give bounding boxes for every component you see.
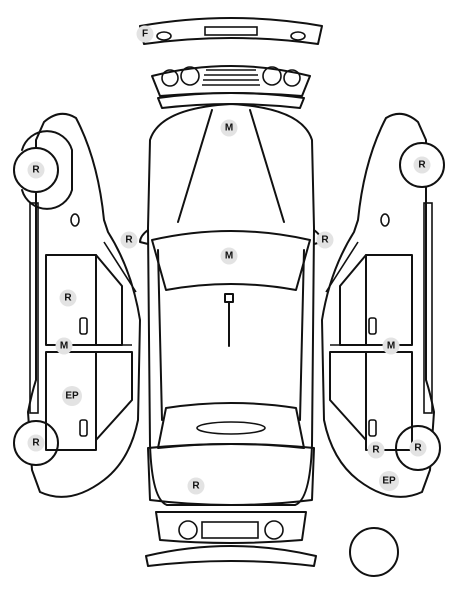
marker-trunk[interactable]: R	[187, 477, 205, 495]
marker-badge	[220, 119, 238, 137]
marker-code: R	[125, 235, 133, 246]
marker-badge	[413, 156, 431, 174]
marker-left-front-door[interactable]: R	[59, 289, 77, 307]
marker-code: R	[321, 235, 329, 246]
marker-right-rear-quarter[interactable]: EP	[379, 471, 399, 491]
marker-code: R	[64, 293, 72, 304]
marker-code: R	[414, 443, 422, 454]
marker-right-rear-wheel[interactable]: R	[409, 439, 427, 457]
marker-code: R	[192, 481, 200, 492]
marker-windshield-roof[interactable]: M	[220, 247, 238, 265]
marker-badge	[187, 477, 205, 495]
marker-code: M	[387, 341, 395, 352]
marker-code: M	[225, 251, 233, 262]
marker-left-rear-door[interactable]: EP	[62, 386, 82, 406]
marker-code: R	[372, 445, 380, 456]
marker-badge	[27, 434, 45, 452]
marker-right-rear-door[interactable]: R	[367, 441, 385, 459]
damage-markers: F M R R M R R R M EP R R M R R EP	[27, 25, 431, 495]
marker-left-pillar[interactable]: M	[55, 337, 73, 355]
marker-badge	[62, 386, 82, 406]
marker-left-front-wheel[interactable]: R	[27, 161, 45, 179]
rear-bumper-outline[interactable]	[145, 511, 317, 567]
marker-code: M	[60, 341, 68, 352]
marker-code: EP	[382, 476, 396, 487]
marker-left-rear-wheel[interactable]: R	[27, 434, 45, 452]
marker-left-mirror[interactable]: R	[120, 231, 138, 249]
front-grille-outline[interactable]	[151, 65, 311, 109]
marker-code: M	[225, 123, 233, 134]
marker-badge	[220, 247, 238, 265]
marker-badge	[59, 289, 77, 307]
marker-front-bumper[interactable]: F	[136, 25, 154, 43]
spare-wheel-outline[interactable]	[349, 527, 399, 577]
marker-badge	[382, 337, 400, 355]
marker-badge	[367, 441, 385, 459]
front-bumper-outline[interactable]	[139, 17, 323, 45]
marker-badge	[136, 25, 154, 43]
marker-badge	[55, 337, 73, 355]
marker-right-mirror[interactable]: R	[316, 231, 334, 249]
marker-hood[interactable]: M	[220, 119, 238, 137]
car-body-top-view[interactable]	[139, 103, 323, 506]
marker-code: F	[142, 29, 148, 40]
marker-code: R	[32, 165, 40, 176]
marker-code: R	[32, 438, 40, 449]
marker-badge	[409, 439, 427, 457]
marker-badge	[316, 231, 334, 249]
marker-code: EP	[65, 391, 79, 402]
marker-badge	[379, 471, 399, 491]
marker-badge	[120, 231, 138, 249]
marker-badge	[27, 161, 45, 179]
marker-code: R	[418, 160, 426, 171]
marker-right-front-wheel[interactable]: R	[413, 156, 431, 174]
marker-right-pillar[interactable]: M	[382, 337, 400, 355]
